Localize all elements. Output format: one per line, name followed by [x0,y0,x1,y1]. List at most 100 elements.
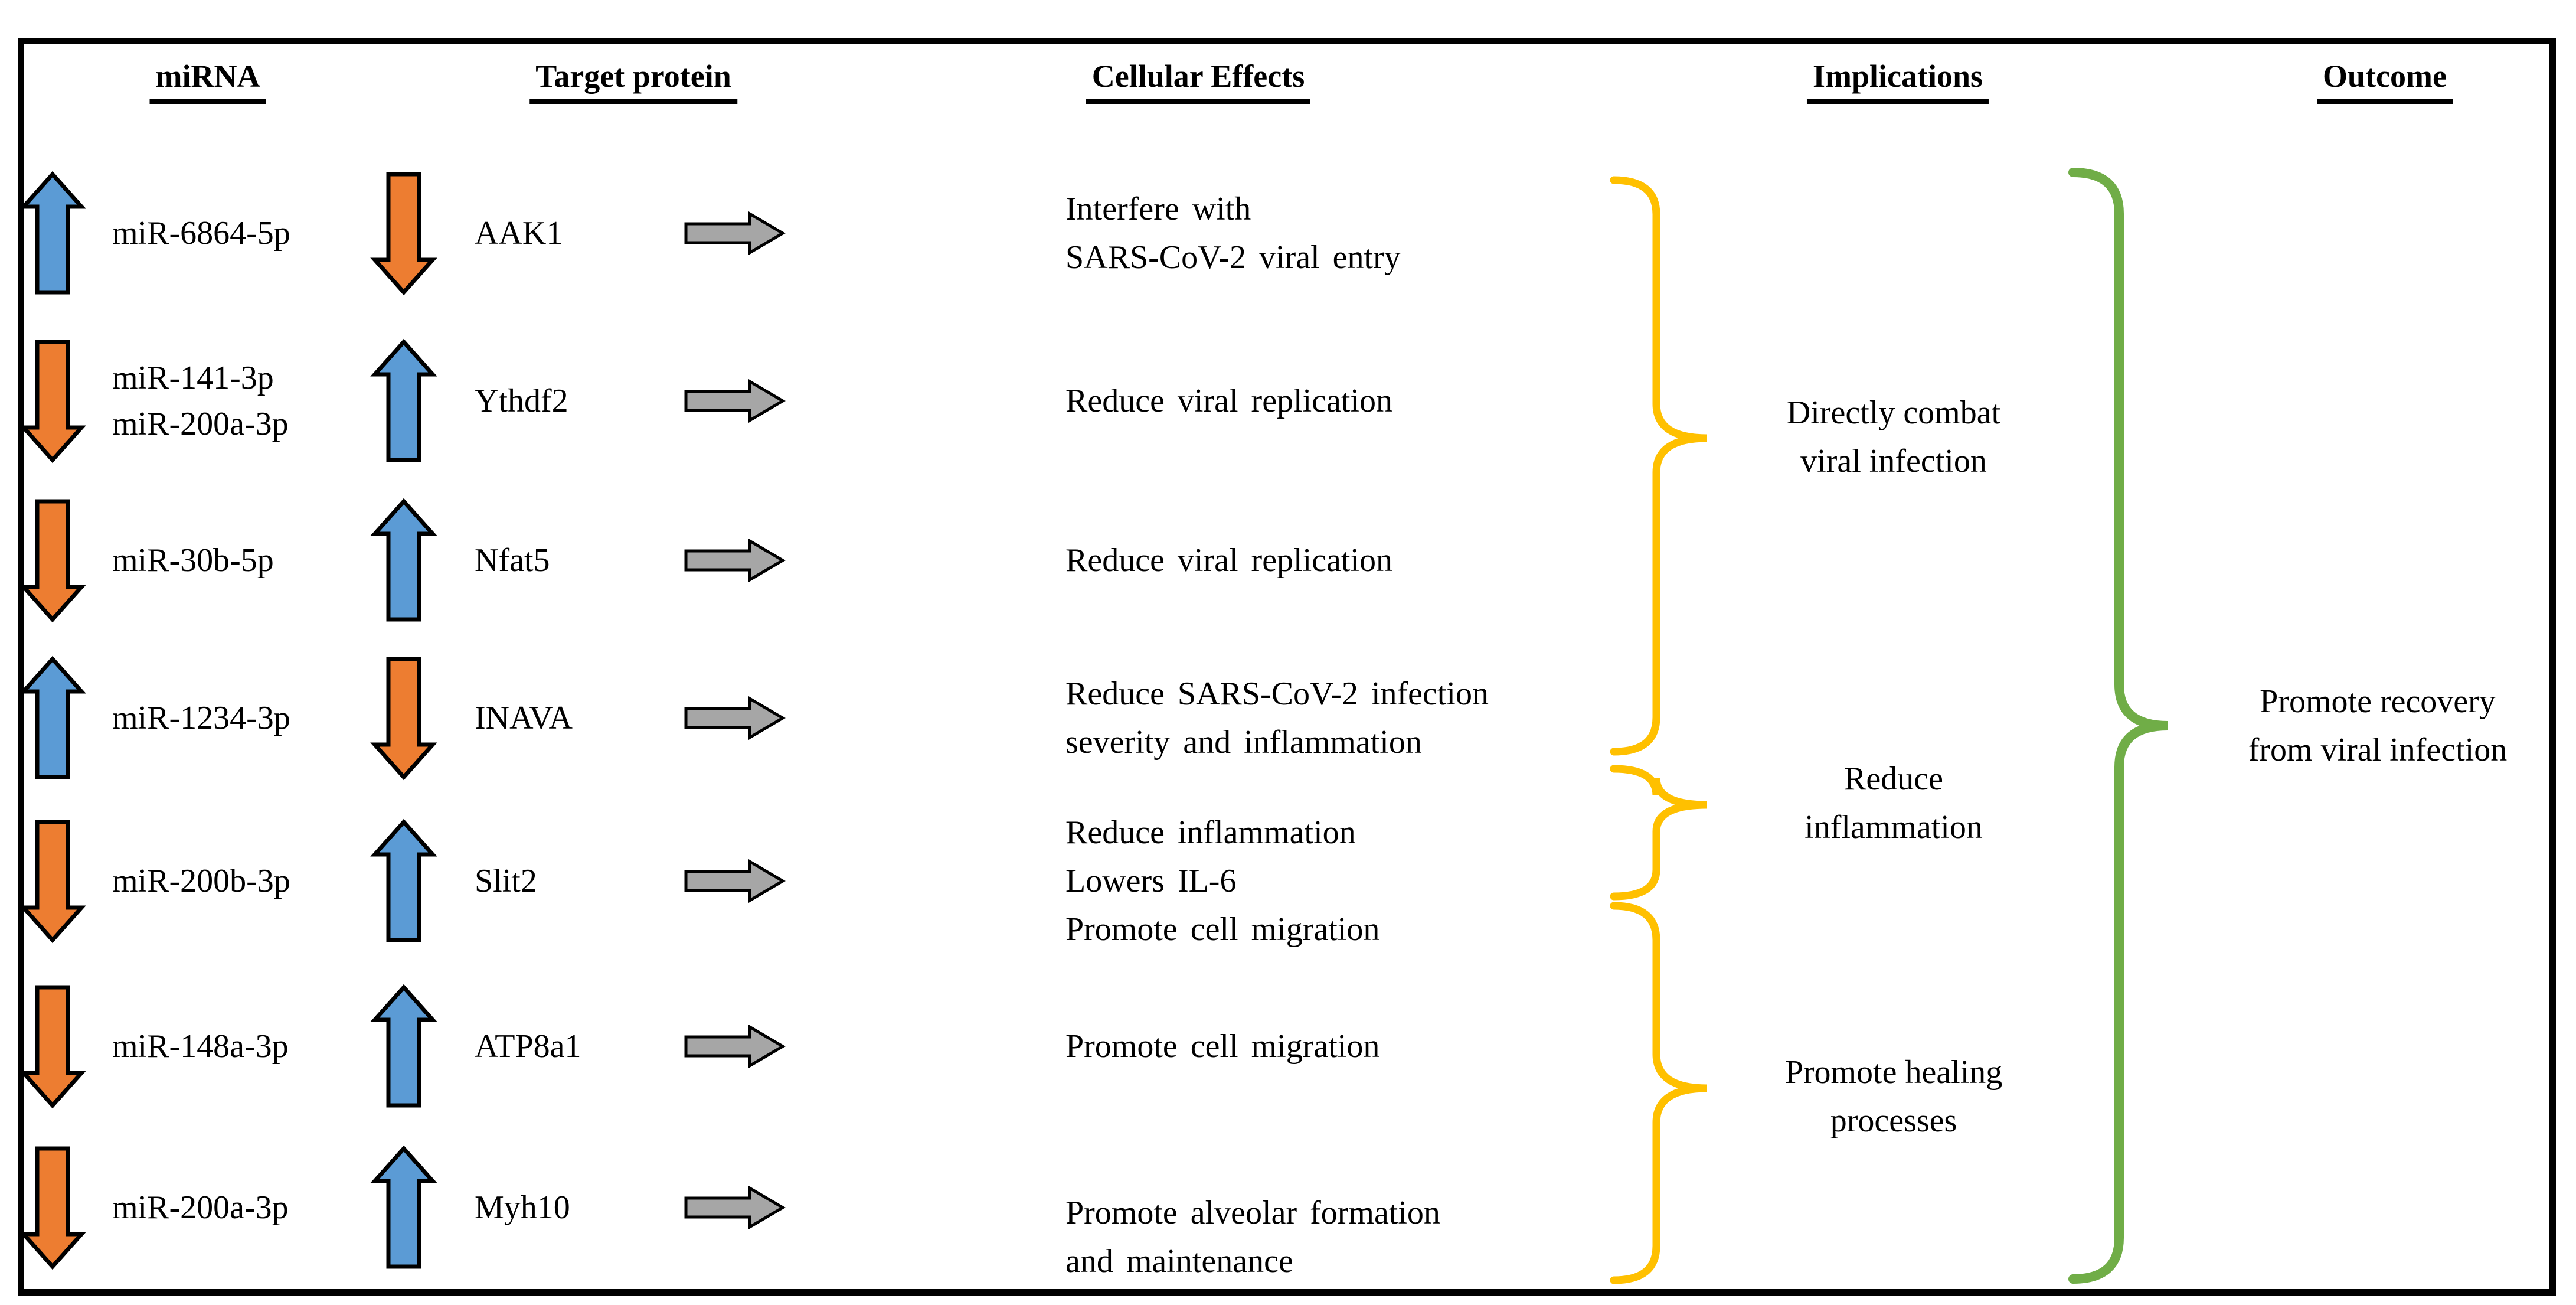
cellular-effect: Promote cell migration [1065,1022,1379,1071]
mirna-label: miR-148a-3p [112,1023,289,1069]
target-protein-name: INAVA [475,700,573,736]
column-header-cellular-effects: Cellular Effects [1086,58,1311,104]
up-arrow-shape [370,338,437,462]
cellular-effect-line: Reduce SARS-CoV-2 infection [1065,676,1489,712]
cellular-effect-line: Reduce inflammation [1065,814,1356,851]
up-arrow-shape [19,655,86,779]
target-protein-name: Slit2 [475,863,537,899]
mirna-label: miR-30b-5p [112,537,274,583]
up-arrow-shape [370,984,437,1108]
cellular-effect: Reduce viral replication [1065,377,1392,425]
down-regulation-arrow [370,657,437,781]
mirna-label: miR-6864-5p [112,210,290,256]
up-regulation-arrow [370,818,437,942]
cellular-effect: Reduce viral replication [1065,536,1392,585]
down-regulation-arrow [19,1146,86,1270]
cellular-effect: Promote alveolar formation and maintenanc… [1065,1189,1440,1286]
implication-label-directly-combat: Directly combat viral infection [1787,389,2000,485]
mirna-name: miR-30b-5p [112,542,274,579]
up-arrow-shape [370,1145,437,1269]
flow-arrow-shape [684,859,786,903]
down-regulation-arrow [19,499,86,623]
flow-arrow [684,1185,786,1230]
flow-arrow-shape [684,1024,786,1069]
figure-border [18,38,2556,1296]
cellular-effect-line: Interfere with [1065,191,1251,227]
outcome-label: Promote recovery from viral infection [2248,677,2508,774]
flow-arrow [684,379,786,423]
down-regulation-arrow [19,340,86,464]
mirna-label: miR-200b-3p [112,858,290,904]
up-regulation-arrow [370,1145,437,1269]
flow-arrow-shape [684,379,786,423]
down-arrow-shape [19,985,86,1109]
mirna-label: miR-141-3p miR-200a-3p [112,355,289,447]
implication-line: Directly combat [1786,394,2001,431]
mirna-name: miR-200a-3p [112,406,289,442]
up-regulation-arrow [19,171,86,295]
column-header-outcome: Outcome [2317,58,2453,104]
mirna-name: miR-200a-3p [112,1189,289,1226]
down-arrow-shape [19,1146,86,1270]
implication-line: viral infection [1800,443,1987,479]
target-protein-name: Ythdf2 [475,383,568,419]
up-arrow-shape [370,818,437,942]
target-protein-name: Myh10 [475,1189,570,1226]
flow-arrow-shape [684,211,786,256]
mirna-label: miR-1234-3p [112,695,290,741]
outcome-line: Promote recovery [2260,683,2496,720]
up-arrow-shape [19,171,86,295]
implication-line: Promote healing [1784,1054,2003,1091]
cellular-effect-line: Reduce viral replication [1065,542,1392,579]
mirna-name: miR-148a-3p [112,1028,289,1065]
down-regulation-arrow [370,172,437,296]
cellular-effect-line: severity and inflammation [1065,724,1422,761]
down-regulation-arrow [19,985,86,1109]
mirna-name: miR-141-3p [112,360,274,396]
column-header-mirna: miRNA [149,58,266,104]
column-header-implications: Implications [1806,58,1989,104]
target-protein-name: ATP8a1 [475,1028,581,1065]
column-header-target-protein: Target protein [529,58,737,104]
flow-arrow [684,696,786,740]
implication-label-reduce-inflammation: Reduce inflammation [1804,755,1983,851]
mirna-label: miR-200a-3p [112,1185,289,1231]
implication-line: inflammation [1804,809,1983,846]
flow-arrow-shape [684,1185,786,1230]
mirna-name: miR-1234-3p [112,700,290,736]
down-arrow-shape [370,172,437,296]
outcome-line: from viral infection [2248,732,2508,768]
up-arrow-shape [370,498,437,622]
cellular-effect-line: Promote alveolar formation [1065,1195,1440,1231]
down-arrow-shape [19,820,86,944]
flow-arrow [684,211,786,256]
cellular-effect-line: Promote cell migration [1065,1028,1380,1065]
flow-arrow [684,859,786,903]
cellular-effect-line: SARS-CoV-2 viral entry [1065,239,1401,276]
implication-line: Reduce [1844,761,1943,797]
cellular-effect: Reduce SARS-CoV-2 infection severity and … [1065,670,1489,766]
up-regulation-arrow [370,984,437,1108]
cellular-effect-line: and maintenance [1065,1243,1293,1280]
implication-label-promote-healing: Promote healing processes [1785,1048,2003,1145]
flow-arrow-shape [684,538,786,583]
up-regulation-arrow [370,338,437,462]
cellular-effect-line: Lowers IL-6 [1065,863,1237,899]
flow-arrow-shape [684,696,786,740]
implication-line: processes [1830,1102,1957,1139]
down-arrow-shape [370,657,437,781]
target-protein-name: AAK1 [475,215,563,252]
down-regulation-arrow [19,820,86,944]
target-protein-name: Nfat5 [475,542,550,579]
cellular-effect-line: Promote cell migration [1065,911,1380,948]
down-arrow-shape [19,340,86,464]
down-arrow-shape [19,499,86,623]
flow-arrow [684,1024,786,1069]
mirna-name: miR-200b-3p [112,863,290,899]
flow-arrow [684,538,786,583]
cellular-effect-line: Reduce viral replication [1065,383,1392,419]
up-regulation-arrow [19,655,86,779]
